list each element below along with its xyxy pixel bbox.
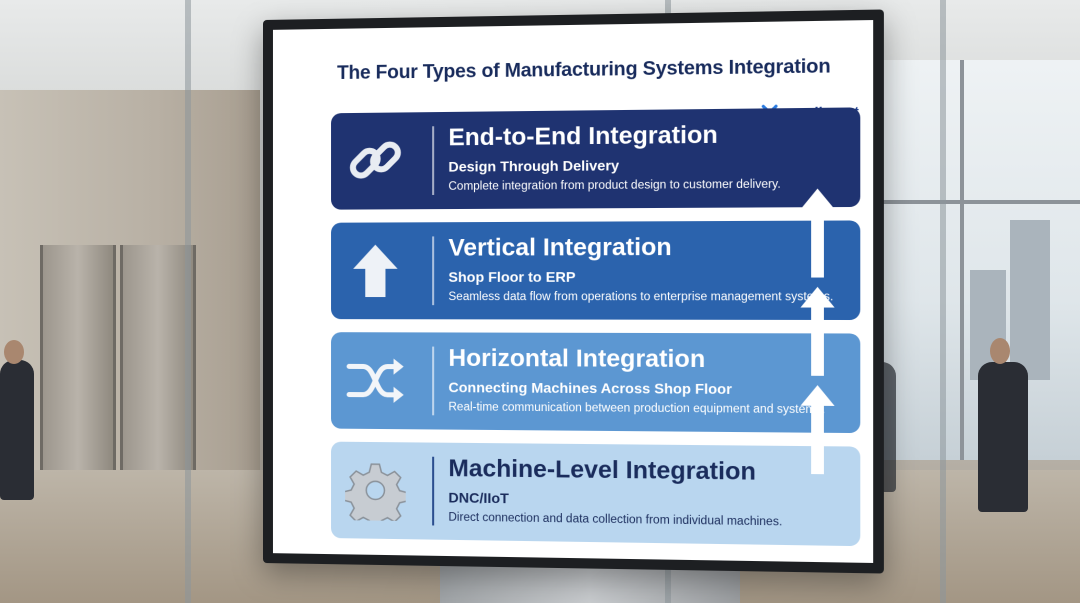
card-title: Machine-Level Integration [448,454,756,486]
integration-card-horizontal: Horizontal Integration Connecting Machin… [331,332,861,434]
card-divider [432,456,435,526]
card-title: End-to-End Integration [448,121,718,152]
gear-icon [345,460,406,522]
elevator-door [120,245,196,490]
person-left-head [4,340,24,364]
elevator-door [40,245,116,490]
card-description: Complete integration from product design… [448,178,781,193]
card-subtitle: Connecting Machines Across Shop Floor [448,379,732,398]
city-building [1010,220,1050,380]
card-divider [432,236,435,306]
walking-businessman-head [990,338,1010,364]
connector-up-arrow-icon [800,286,835,376]
card-subtitle: Design Through Delivery [448,157,620,175]
window-mullion [860,200,1080,204]
connector-up-arrow-icon [800,188,835,278]
glass-partition-post [185,0,191,603]
glass-partition-post [940,0,946,603]
card-divider [432,126,435,195]
up-arrow-icon [353,244,398,298]
integration-card-vertical: Vertical Integration Shop Floor to ERP S… [331,220,861,321]
card-description: Direct connection and data collection fr… [448,511,783,529]
window-wall [860,60,1080,460]
digital-signage-display: The Four Types of Manufacturing Systems … [263,9,884,574]
window-mullion [960,60,964,460]
card-subtitle: DNC/IIoT [448,489,509,507]
card-title: Vertical Integration [448,233,672,262]
person-left [0,360,34,500]
walking-businessman [978,362,1028,512]
integration-card-end-to-end: End-to-End Integration Design Through De… [331,107,861,210]
card-description: Real-time communication between producti… [448,401,826,417]
card-divider [432,346,435,416]
card-title: Horizontal Integration [448,344,706,374]
chain-link-icon [345,131,406,192]
display-screen: The Four Types of Manufacturing Systems … [272,20,874,563]
connector-up-arrow-icon [800,385,835,475]
shuffle-arrows-icon [345,350,406,411]
card-subtitle: Shop Floor to ERP [448,268,576,285]
integration-card-machine-level: Machine-Level Integration DNC/IIoT Direc… [331,441,861,547]
card-description: Seamless data flow from operations to en… [448,290,834,304]
sign-title: The Four Types of Manufacturing Systems … [337,55,831,85]
